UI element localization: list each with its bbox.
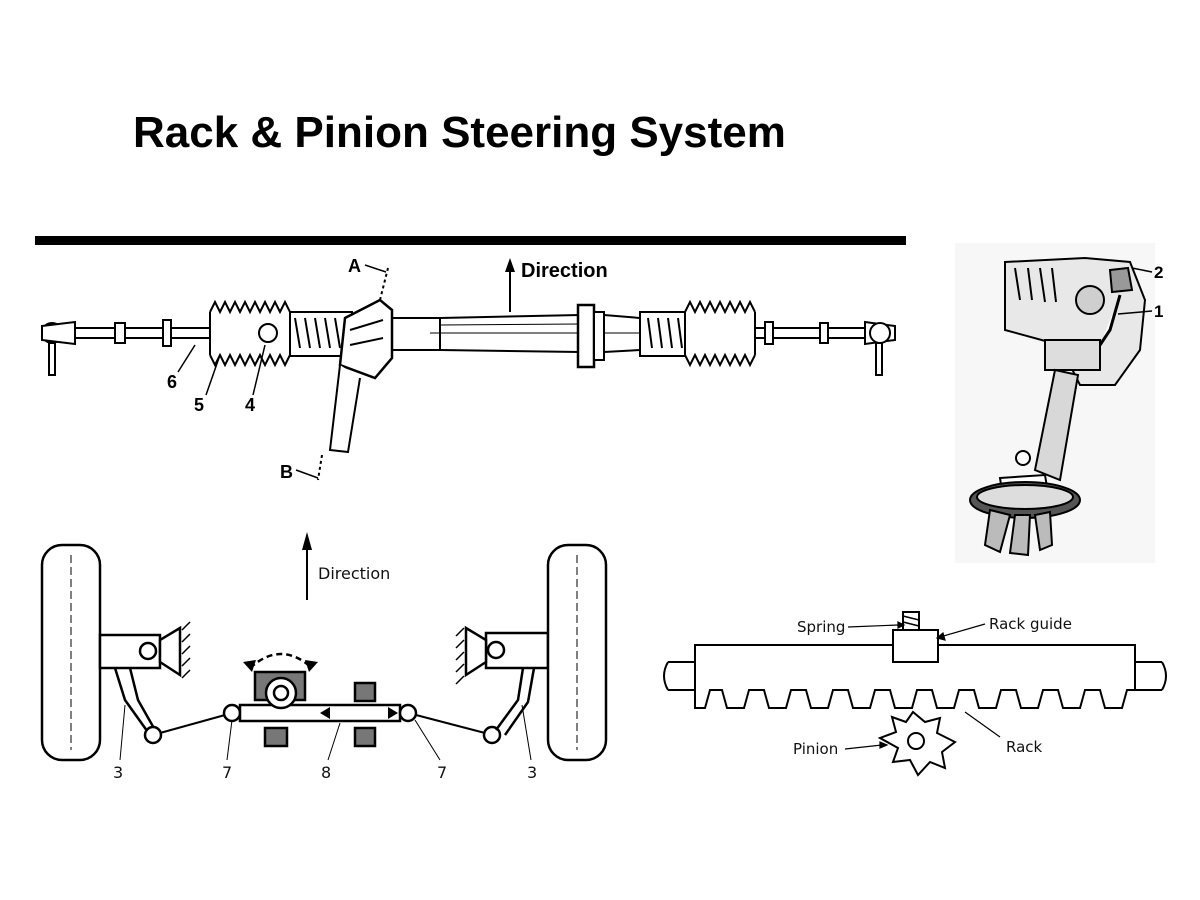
label-7-left: 7 xyxy=(222,763,232,782)
label-5: 5 xyxy=(194,395,204,415)
spring-label: Spring xyxy=(797,618,845,636)
rack-label: Rack xyxy=(1006,738,1043,756)
label-3-right: 3 xyxy=(527,763,537,782)
rack-assembly-drawing xyxy=(41,267,896,481)
left-bellows xyxy=(209,299,291,368)
label-4: 4 xyxy=(245,395,255,415)
label-B: B xyxy=(280,462,293,482)
rack-guide-label: Rack guide xyxy=(989,615,1072,633)
label-7-right: 7 xyxy=(437,763,447,782)
slide-title: Rack & Pinion Steering System xyxy=(133,108,786,157)
right-bellows xyxy=(684,299,756,368)
direction-label-top: Direction xyxy=(521,260,608,282)
label-3-left: 3 xyxy=(113,763,123,782)
direction-arrow-top xyxy=(505,258,515,312)
rack-body xyxy=(694,644,1136,709)
right-ball-joint xyxy=(398,703,418,723)
label-8: 8 xyxy=(321,763,331,782)
direction-label-bottom: Direction xyxy=(318,564,390,583)
label-2: 2 xyxy=(1154,263,1163,282)
label-A: A xyxy=(348,256,361,276)
rack-guide xyxy=(892,629,939,663)
pinion-label: Pinion xyxy=(793,740,838,758)
label-1: 1 xyxy=(1154,302,1163,321)
label-6: 6 xyxy=(167,372,177,392)
title-divider xyxy=(35,236,906,245)
spring xyxy=(902,611,920,631)
